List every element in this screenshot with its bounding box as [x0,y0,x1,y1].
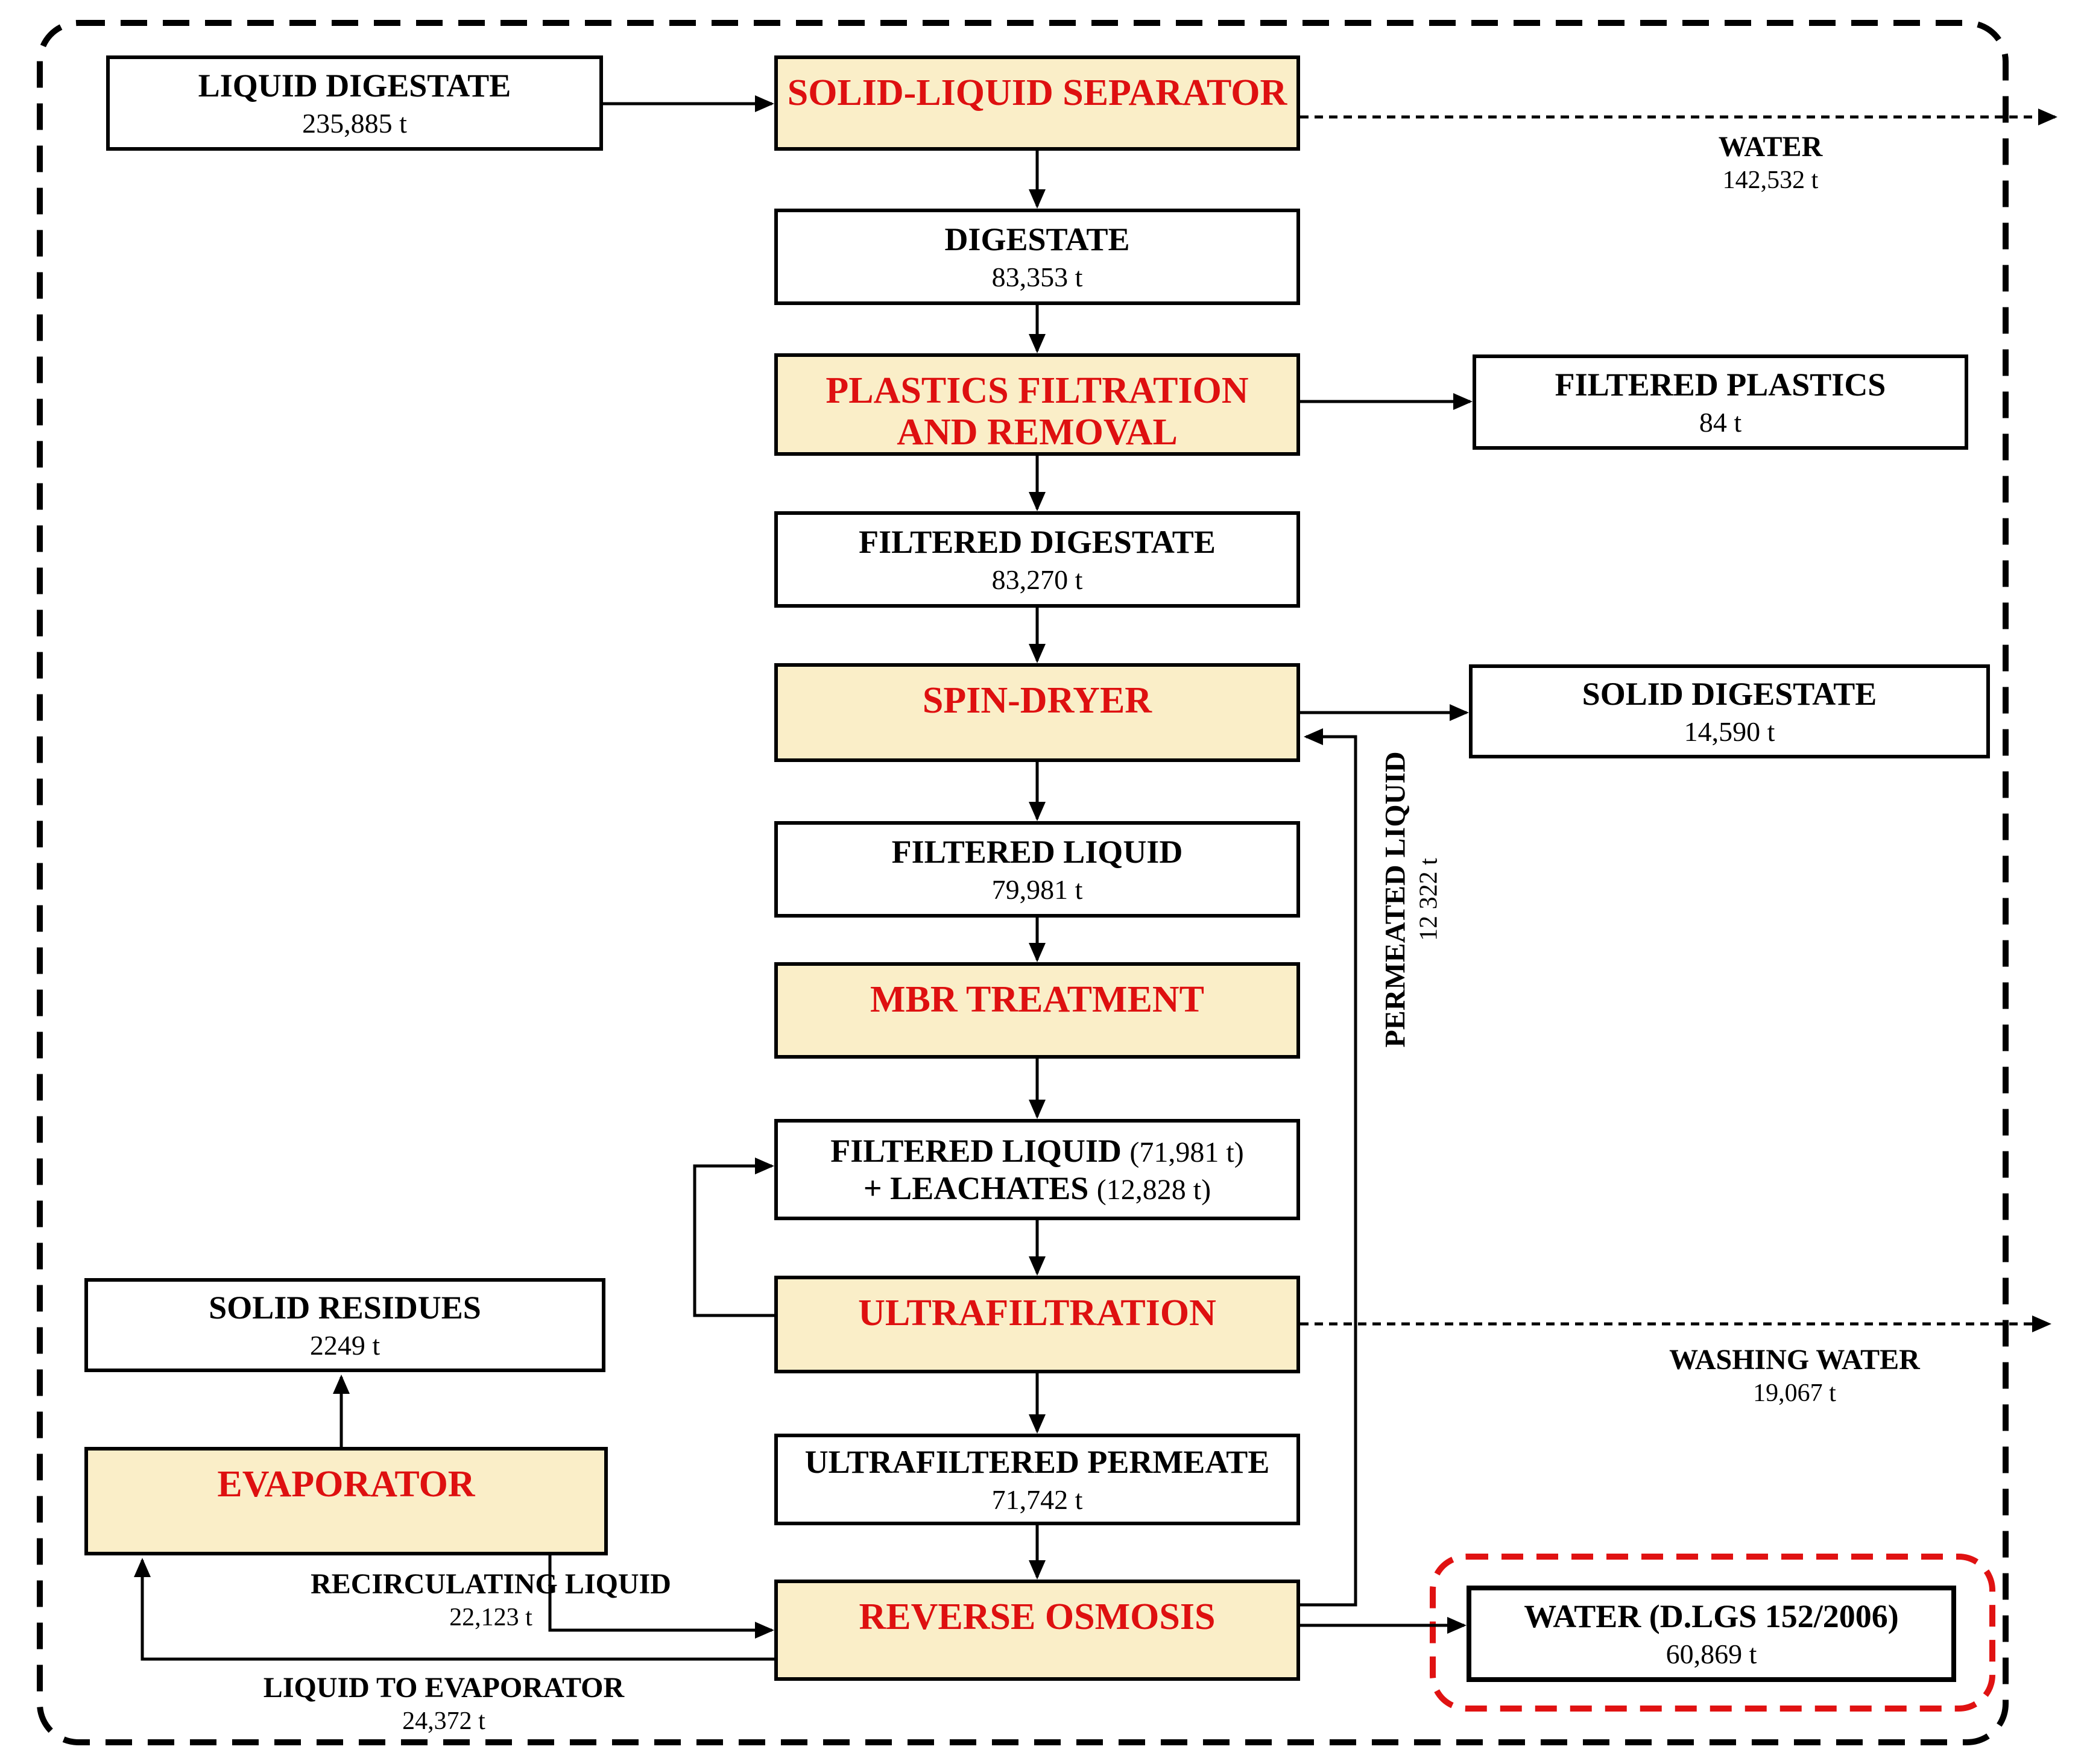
node-reverse-osmosis: REVERSE OSMOSIS [774,1580,1300,1681]
node-title-line1: PLASTICS FILTRATION [826,370,1249,411]
node-evaporator: EVAPORATOR [84,1447,608,1555]
node-value: 71,742 t [991,1484,1083,1515]
line2-value: (12,828 t) [1096,1174,1211,1206]
label-washing-water-stream: WASHING WATER 19,067 t [1664,1343,1925,1408]
line1-bold: FILTERED LIQUID [830,1132,1122,1169]
line1-value: (71,981 t) [1129,1136,1244,1168]
node-title-line1: FILTERED LIQUID (71,981 t) [830,1132,1243,1170]
node-title: ULTRAFILTRATION [858,1293,1216,1334]
node-value: 60,869 t [1666,1638,1757,1669]
label-title: RECIRCULATING LIQUID [311,1568,671,1600]
node-title: SOLID-LIQUID SEPARATOR [787,72,1287,113]
node-title: FILTERED DIGESTATE [859,523,1216,560]
node-value: 235,885 t [302,107,407,139]
node-value: 2249 t [309,1329,380,1361]
system-boundary-dashed-border [37,20,2009,1745]
node-value: 83,353 t [991,261,1083,292]
label-title: WASHING WATER [1669,1344,1920,1376]
water-output-highlight-dashed-red [1430,1554,1995,1712]
node-title: MBR TREATMENT [870,979,1205,1020]
node-spin-dryer: SPIN-DRYER [774,663,1300,762]
node-title: ULTRAFILTERED PERMEATE [804,1443,1270,1480]
node-title: WATER (D.LGS 152/2006) [1524,1598,1899,1634]
label-water-stream: WATER 142,532 t [1662,130,1879,195]
node-title-line2: + LEACHATES (12,828 t) [864,1170,1211,1207]
label-title: LIQUID TO EVAPORATOR [263,1672,625,1704]
node-digestate: DIGESTATE 83,353 t [774,209,1300,305]
label-value: 19,067 t [1753,1379,1836,1407]
label-permeated-liquid-stream: PERMEATED LIQUID 12 322 t [1379,751,1444,1047]
node-title: SOLID DIGESTATE [1582,675,1877,712]
node-title: LIQUID DIGESTATE [198,67,511,104]
node-value: 83,270 t [991,564,1083,595]
label-value: 24,372 t [402,1707,485,1735]
label-recirculating-liquid-stream: RECIRCULATING LIQUID 22,123 t [310,1567,672,1632]
connector-evaporator-to-reverse-osmosis-recirculating [548,1555,774,1639]
node-value: 14,590 t [1684,716,1775,747]
node-title: REVERSE OSMOSIS [859,1596,1216,1637]
node-water-dlgs-output: WATER (D.LGS 152/2006) 60,869 t [1467,1586,1956,1682]
node-solid-residues: SOLID RESIDUES 2249 t [84,1278,605,1372]
label-value: 22,123 t [449,1604,532,1631]
connector-ultrafiltration-recycle-loop [693,1158,774,1317]
label-title: WATER [1718,131,1823,163]
node-ultrafiltration: ULTRAFILTRATION [774,1276,1300,1373]
node-filtered-liquid: FILTERED LIQUID 79,981 t [774,821,1300,918]
node-value: 79,981 t [991,874,1083,905]
label-liquid-to-evaporator-stream: LIQUID TO EVAPORATOR 24,372 t [263,1671,625,1736]
label-value: 12 322 t [1415,858,1443,941]
node-title-line2: AND REMOVAL [897,412,1178,453]
node-filtered-digestate: FILTERED DIGESTATE 83,270 t [774,511,1300,608]
connector-reverse-osmosis-to-evaporator-liquid [134,1558,774,1661]
node-filtered-liquid-leachates: FILTERED LIQUID (71,981 t) + LEACHATES (… [774,1119,1300,1220]
label-title: PERMEATED LIQUID [1379,751,1412,1048]
node-solid-liquid-separator: SOLID-LIQUID SEPARATOR [774,55,1300,151]
node-ultrafiltered-permeate: ULTRAFILTERED PERMEATE 71,742 t [774,1434,1300,1525]
node-solid-digestate: SOLID DIGESTATE 14,590 t [1469,664,1990,758]
node-value: 84 t [1699,406,1742,438]
node-filtered-plastics: FILTERED PLASTICS 84 t [1473,354,1968,450]
label-value: 142,532 t [1722,166,1819,194]
node-title: FILTERED PLASTICS [1555,366,1886,403]
node-title: DIGESTATE [944,221,1130,257]
line2-bold: + LEACHATES [863,1170,1089,1206]
node-title: SPIN-DRYER [922,680,1152,721]
node-mbr-treatment: MBR TREATMENT [774,962,1300,1059]
node-plastics-filtration-removal: PLASTICS FILTRATION AND REMOVAL [774,353,1300,456]
connector-permeated-liquid-reverse-osmosis-to-spin-dryer [1300,728,1357,1607]
node-liquid-digestate: LIQUID DIGESTATE 235,885 t [106,55,603,151]
node-title: EVAPORATOR [217,1464,475,1505]
node-title: SOLID RESIDUES [209,1289,481,1326]
node-title: FILTERED LIQUID [891,833,1183,870]
